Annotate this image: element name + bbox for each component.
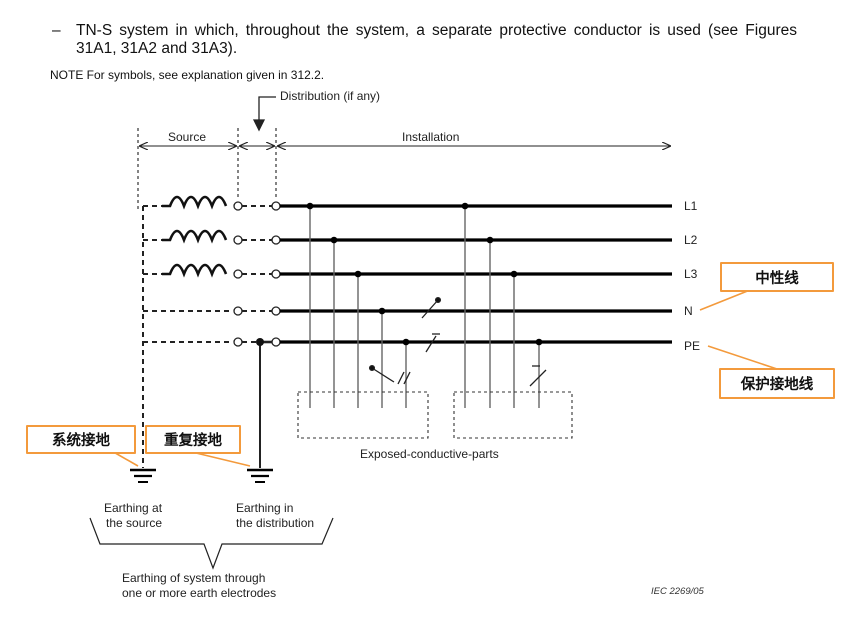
source-label: Source — [168, 130, 206, 144]
earthing-bracket — [89, 517, 334, 570]
annotation-system-earthing: 系统接地 — [26, 425, 136, 454]
terminals — [233, 201, 281, 347]
earthing-distribution-line2: the distribution — [236, 516, 314, 530]
annotation-protective-earth: 保护接地线 — [719, 368, 835, 399]
distribution-earth-wiring — [256, 338, 272, 468]
installation-label: Installation — [402, 130, 459, 144]
conductor-label-pe: PE — [684, 339, 700, 353]
intro-paragraph: – TN-S system in which, throughout the s… — [52, 22, 797, 58]
distribution-pointer — [252, 96, 276, 132]
crossing-symbols — [368, 296, 547, 387]
earthing-system-line1: Earthing of system through — [122, 571, 265, 585]
earthing-source-line2: the source — [106, 516, 162, 530]
exposed-parts-label: Exposed-conductive-parts — [360, 447, 499, 461]
earthing-system-line2: one or more earth electrodes — [122, 586, 276, 600]
conductor-label-n: N — [684, 304, 693, 318]
conductor-label-l2: L2 — [684, 233, 698, 247]
annotation-leaders — [109, 289, 781, 467]
earthing-source-line1: Earthing at — [104, 501, 163, 515]
earth-symbol-source — [130, 468, 156, 483]
boundary-lines — [137, 128, 277, 210]
figure-code: IEC 2269/05 — [651, 586, 704, 597]
exposed-parts-boxes — [297, 391, 573, 439]
distribution-label: Distribution (if any) — [280, 89, 380, 103]
earth-symbol-distribution — [247, 468, 273, 483]
intro-dash: – — [52, 22, 61, 39]
conductor-label-l3: L3 — [684, 267, 698, 281]
transformer-coils — [162, 195, 228, 278]
note-text: NOTE For symbols, see explanation given … — [50, 68, 325, 82]
intro-text: TN-S system in which, throughout the sys… — [76, 22, 797, 57]
conductor-label-l1: L1 — [684, 199, 698, 213]
load-drops — [309, 206, 540, 408]
distribution-links — [242, 205, 272, 343]
conductor-lines — [280, 204, 672, 344]
junction-dots — [306, 202, 543, 346]
annotation-neutral: 中性线 — [720, 262, 834, 292]
annotation-repeated-earthing: 重复接地 — [145, 425, 241, 454]
earthing-distribution-line1: Earthing in — [236, 501, 293, 515]
source-earth-wiring — [142, 205, 232, 468]
